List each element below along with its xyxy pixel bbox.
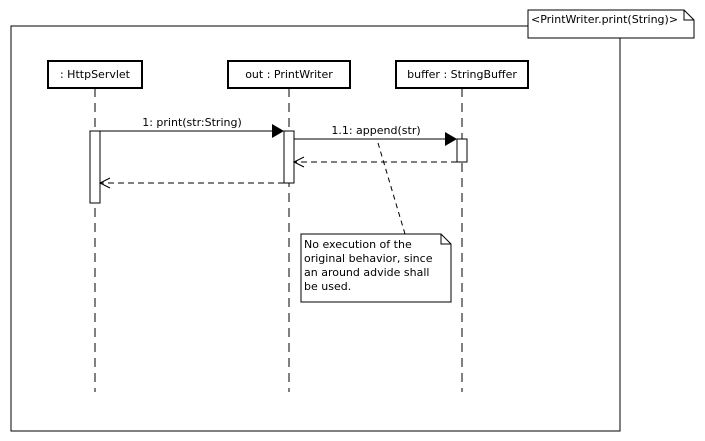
message-print[interactable]: 1: print(str:String): [100, 116, 284, 138]
note-line: an around advide shall: [304, 266, 429, 279]
activation-servlet: [89, 130, 101, 204]
note-line: be used.: [304, 280, 351, 293]
lifeline-servlet[interactable]: : HttpServlet: [47, 60, 143, 392]
open-arrowhead-icon: [98, 177, 111, 189]
note[interactable]: No execution of the original behavior, s…: [300, 233, 452, 303]
lifeline-buffer[interactable]: buffer : StringBuffer: [395, 60, 529, 392]
note-line: No execution of the: [304, 238, 412, 251]
lifeline-out-label: out : PrintWriter: [245, 68, 333, 81]
interaction-frame: [10, 25, 621, 432]
frame-tag: <PrintWriter.print(String)>: [527, 9, 695, 39]
filled-arrowhead-icon: [445, 132, 457, 146]
lifeline-buffer-label: buffer : StringBuffer: [407, 68, 517, 81]
lifeline-out[interactable]: out : PrintWriter: [227, 60, 351, 392]
return-append[interactable]: [292, 156, 457, 168]
lifeline-servlet-label: : HttpServlet: [60, 68, 131, 81]
frame-tag-label: <PrintWriter.print(String)>: [531, 13, 678, 26]
activation-buffer: [456, 138, 468, 163]
note-anchor: [377, 142, 406, 235]
filled-arrowhead-icon: [272, 124, 284, 138]
message-append-label: 1.1: append(str): [331, 124, 420, 137]
activation-out: [283, 130, 295, 184]
return-print[interactable]: [98, 177, 284, 189]
note-line: original behavior, since: [304, 252, 433, 265]
message-append[interactable]: 1.1: append(str): [294, 124, 457, 146]
open-arrowhead-icon: [292, 156, 305, 168]
message-print-label: 1: print(str:String): [142, 116, 242, 129]
